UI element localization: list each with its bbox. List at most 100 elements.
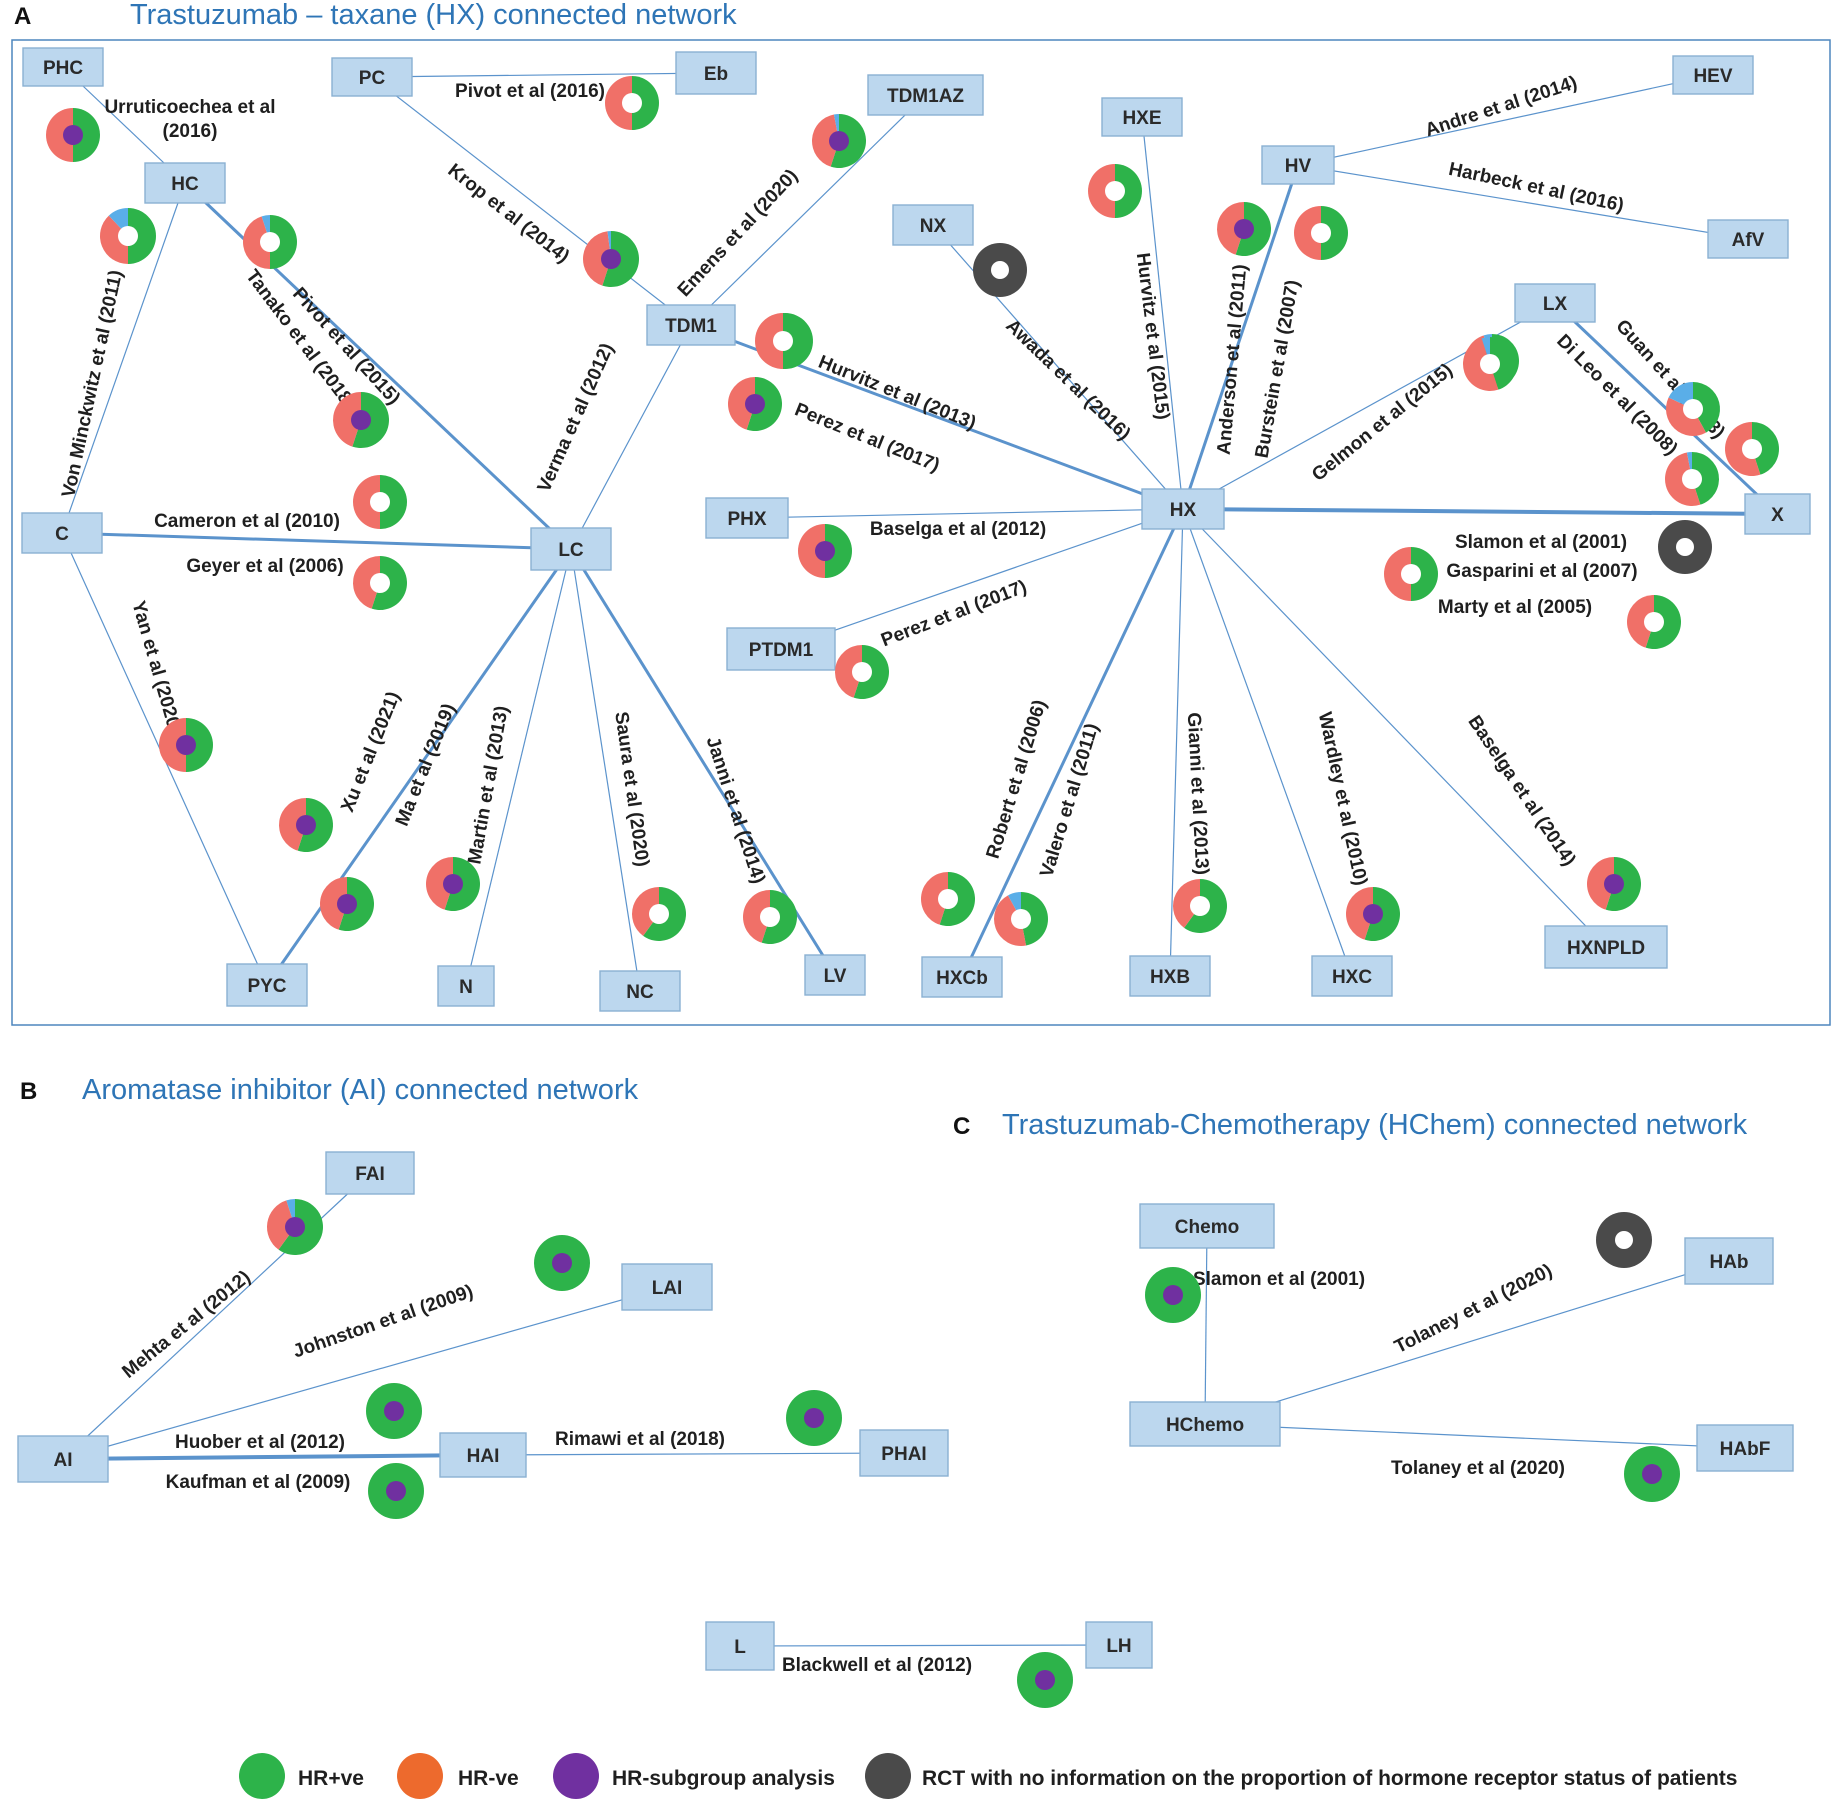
pie-slice: [920, 872, 948, 925]
edge-hx-hxc: [1182, 508, 1353, 977]
pie-hr-status: [1345, 887, 1400, 941]
node-phx: PHX: [705, 497, 789, 539]
pie-slice: [353, 475, 380, 529]
edge-hx-hxcb: [960, 508, 1185, 978]
pie-slice: [632, 887, 659, 936]
node-box: [1707, 219, 1789, 259]
pie-hr-status: [583, 231, 640, 287]
node-box: [675, 51, 757, 95]
node-box: [1744, 493, 1811, 535]
edge-label: Xu et al (2021): [337, 689, 404, 815]
pie-slice: [270, 215, 297, 269]
pie-hr-status: [1384, 547, 1438, 601]
pie-slice: [186, 718, 213, 772]
pie-hr-status: [605, 76, 659, 130]
pie-hr-status: [1173, 879, 1227, 933]
node-afv: AfV: [1707, 219, 1789, 259]
subgroup-core: [63, 125, 83, 145]
pie-slice: [320, 877, 347, 930]
pie-slice: [1115, 164, 1142, 218]
node-label: N: [459, 977, 473, 998]
edge-label: Gelmon et al (2015): [1308, 360, 1457, 486]
node-box: [1672, 55, 1754, 95]
node-label: NC: [626, 982, 654, 1003]
node-tdm1: TDM1: [646, 304, 736, 346]
node-lv: LV: [804, 954, 866, 996]
pie-hr-status: [742, 890, 797, 944]
legend-swatch-hr-subgroup: [553, 1753, 599, 1799]
node-l: L: [705, 1621, 775, 1671]
pie-hole: [260, 232, 280, 252]
pie-slice: [1021, 892, 1049, 946]
subgroup-core: [337, 894, 357, 914]
node-fai: FAI: [325, 1151, 415, 1195]
edge-label: Anderson et al (2011): [1214, 263, 1252, 455]
pie-slice: [46, 108, 73, 162]
edge-phx-hx: [746, 508, 1184, 519]
pie-slice: [1294, 206, 1321, 260]
node-box: [1129, 955, 1211, 997]
edge-label: Von Minckwitz et al (2011): [58, 268, 127, 499]
pie-hole: [1105, 181, 1125, 201]
edge-hc-c: [61, 182, 186, 534]
pie-hr-status: [1217, 202, 1271, 256]
node-hab: HAb: [1684, 1237, 1774, 1285]
pie-hr-status: [368, 1463, 424, 1519]
edge-lc-nc: [570, 548, 641, 992]
node-box: [646, 304, 736, 346]
node-label: LV: [824, 966, 847, 987]
node-box: [325, 1151, 415, 1195]
pie-slice: [1411, 547, 1438, 601]
pie-hr-status: [1088, 164, 1142, 218]
node-lai: LAI: [621, 1263, 713, 1311]
edge-lc-n: [465, 548, 572, 987]
node-label: Chemo: [1175, 1217, 1239, 1238]
node-habf: HAbF: [1696, 1424, 1794, 1472]
pie-hole: [760, 907, 780, 927]
node-hxnpld: HXNPLD: [1544, 925, 1668, 969]
edge-hv-hx: [1181, 164, 1300, 510]
subgroup-core: [443, 874, 463, 894]
pie-slice: [1321, 206, 1348, 260]
edge-tdm1az-tdm1: [690, 94, 926, 326]
subgroup-core: [386, 1481, 406, 1501]
pie-slice: [243, 216, 270, 269]
legend-swatch-hr-negative: [397, 1753, 443, 1799]
pie-hole: [370, 492, 390, 512]
pie-hole: [370, 573, 390, 593]
node-box: [599, 970, 681, 1012]
node-label: HC: [171, 174, 199, 195]
node-label: Eb: [704, 64, 728, 85]
node-box: [1544, 925, 1668, 969]
edge-label: Janni et al (2014): [702, 734, 769, 886]
edge-label: Tolaney et al (2020): [1391, 1458, 1565, 1479]
node-label: LX: [1543, 294, 1568, 315]
edge-hv-hev: [1297, 74, 1714, 166]
node-box: [867, 74, 984, 116]
node-label: HXE: [1122, 108, 1161, 129]
edge-label: Geyer et al (2006): [186, 556, 343, 577]
edge-label: Baselga et al (2014): [1464, 712, 1580, 870]
pie-hole: [118, 226, 138, 246]
pie-slice: [267, 1200, 295, 1250]
pie-hr-status: [1586, 857, 1641, 912]
node-box: [1085, 1621, 1153, 1669]
subgroup-core: [804, 1408, 824, 1428]
edge-label: Johnston et al (2009): [290, 1281, 476, 1362]
node-box: [1129, 1401, 1281, 1447]
node-label: FAI: [355, 1164, 385, 1185]
node-chemo: Chemo: [1139, 1203, 1275, 1249]
node-box: [144, 162, 226, 204]
pie-slice: [1692, 452, 1719, 505]
legend-label: RCT with no information on the proportio…: [922, 1767, 1737, 1790]
edge-label: Slamon et al (2001): [1455, 532, 1627, 553]
node-box: [804, 954, 866, 996]
node-box: [331, 57, 413, 97]
pie-slice: [159, 718, 186, 772]
pie-hole: [852, 662, 872, 682]
node-hx: HX: [1141, 488, 1225, 530]
node-n: N: [437, 965, 495, 1007]
pie-slice: [994, 895, 1027, 946]
pie-hr-status: [1462, 337, 1517, 392]
